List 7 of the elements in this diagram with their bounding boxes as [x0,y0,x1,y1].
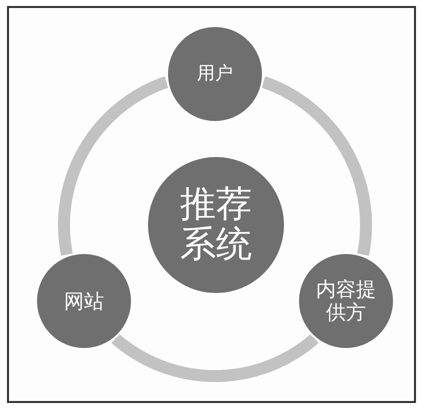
ring-arc [260,76,372,258]
node-label: 内容提供方 [314,278,377,324]
ring-arc [111,334,319,382]
node-label: 网站 [64,288,104,312]
node-label: 用户 [197,63,233,85]
node-label: 推荐系统 [178,184,253,266]
ring-arc [58,76,170,258]
